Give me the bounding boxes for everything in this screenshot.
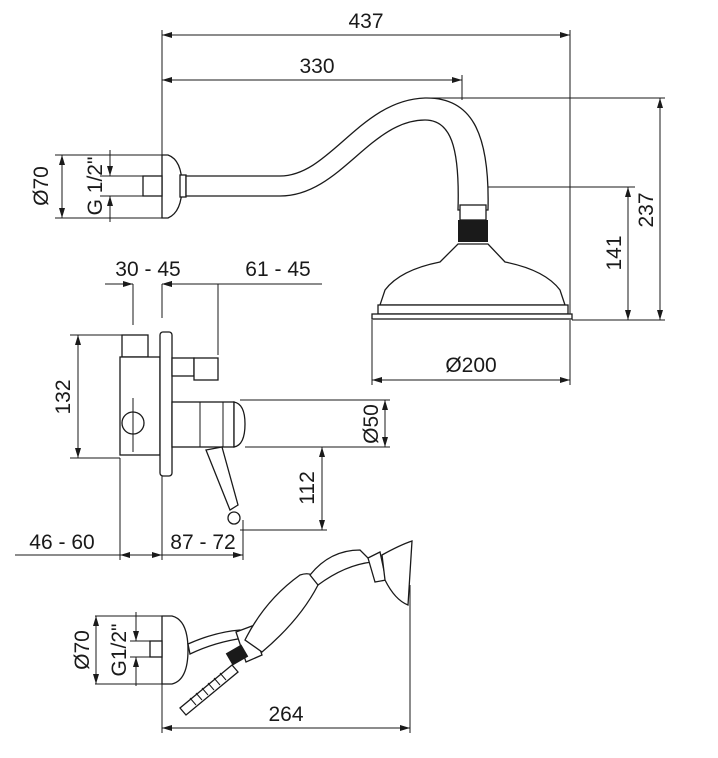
dimension-264: 264 xyxy=(268,703,303,726)
dimension-61-45: 61 - 45 xyxy=(245,258,310,281)
dimension-437: 437 xyxy=(348,10,383,33)
flange-nut xyxy=(179,174,187,198)
dimension-46-60: 46 - 60 xyxy=(29,531,94,554)
wall-plate xyxy=(159,331,173,477)
hand-shower-head xyxy=(381,540,413,606)
dimension-hand-thread: G1/2" xyxy=(108,624,131,677)
diverter-knob xyxy=(193,357,219,381)
lever-knob xyxy=(227,511,241,525)
shower-head-face xyxy=(371,313,573,320)
hose xyxy=(179,664,239,716)
swivel-joint xyxy=(458,220,488,242)
dimension-30-45: 30 - 45 xyxy=(115,258,180,281)
dimension-330: 330 xyxy=(299,55,334,78)
dimension-head-diameter: Ø200 xyxy=(445,354,496,377)
hose-nut xyxy=(225,644,249,666)
dimension-141: 141 xyxy=(603,235,626,270)
wall-flange xyxy=(161,154,183,219)
thread-stub xyxy=(149,640,163,658)
shower-head-rim xyxy=(377,304,569,315)
diverter-stem xyxy=(171,357,195,377)
shower-head xyxy=(379,243,566,306)
shower-arm-assembly: 437 330 Ø70 G 1/2" 237 141 Ø200 xyxy=(30,10,665,385)
dimension-87-72: 87 - 72 xyxy=(170,531,235,554)
mixer-handle-body xyxy=(171,401,235,448)
dimension-handle-diameter: Ø50 xyxy=(360,404,383,444)
dimension-237: 237 xyxy=(635,192,658,227)
dimension-112: 112 xyxy=(296,471,319,504)
arm-nut xyxy=(459,204,487,221)
valve-cap xyxy=(121,334,149,358)
dimension-132: 132 xyxy=(52,379,75,414)
dimension-flange-diameter: Ø70 xyxy=(30,166,53,206)
shower-arm xyxy=(185,97,489,211)
hand-shower-handle xyxy=(244,573,319,653)
lever-handle xyxy=(205,446,239,511)
hand-shower-neck xyxy=(309,549,374,586)
hand-shower-flange xyxy=(161,615,189,685)
concealed-mixer: 30 - 45 61 - 45 132 Ø50 112 xyxy=(15,258,390,560)
handle-cap xyxy=(233,401,246,448)
dimension-hand-flange-diameter: Ø70 xyxy=(71,630,94,670)
dimension-thread: G 1/2" xyxy=(84,157,107,216)
thread-stub xyxy=(142,175,163,197)
valve-body xyxy=(119,356,161,456)
hand-shower-assembly: Ø70 G1/2" 264 xyxy=(71,540,413,733)
